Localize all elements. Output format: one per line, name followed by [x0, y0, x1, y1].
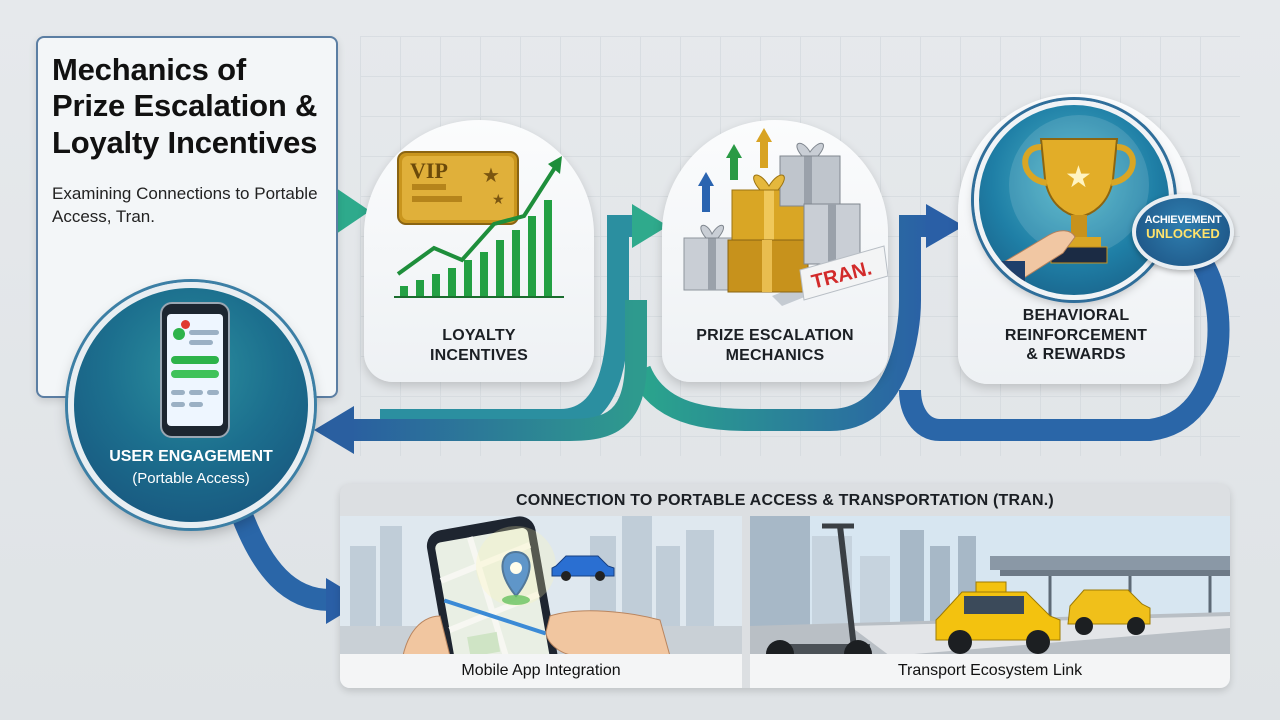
- vip-card-text: VIP: [410, 158, 448, 183]
- svg-text:★: ★: [492, 192, 505, 208]
- mobile-app-scene: Mobile App Integration: [340, 516, 742, 688]
- stage-label-behavioral: BEHAVIORAL REINFORCEMENT & REWARDS: [1004, 307, 1148, 364]
- title-panel: Mechanics of Prize Escalation & Loyalty …: [36, 36, 338, 398]
- arrowhead-loyalty-to-prize: [632, 204, 668, 248]
- achievement-badge: ACHIEVEMENT UNLOCKED: [1132, 194, 1234, 270]
- vip-card-growth-chart-icon: VIP ★ ★: [394, 151, 564, 298]
- arrow-loyalty-to-prize: [380, 215, 640, 431]
- smartphone-icon: [160, 302, 230, 438]
- stage-label-prize: PRIZE ESCALATION MECHANICS: [696, 327, 854, 364]
- arrowhead-prize-to-behavioral: [926, 204, 964, 248]
- gift-boxes-icon: TRAN.: [683, 128, 888, 306]
- arrowhead-user-to-loyalty: [336, 188, 370, 234]
- arrow-prize-loop: [629, 215, 932, 431]
- connection-title: CONNECTION TO PORTABLE ACCESS & TRANSPOR…: [516, 492, 1054, 509]
- arrow-behavioral-return: [899, 253, 1230, 441]
- user-engagement-title: USER ENGAGEMENT: [109, 448, 273, 465]
- svg-text:★: ★: [1065, 160, 1092, 195]
- trophy-circle: ★: [974, 100, 1174, 300]
- arrowhead-return-to-user: [314, 406, 354, 454]
- stage-card-prize: TRAN. PRIZE ESCALATION MECHANICS: [662, 120, 888, 382]
- badge-line2: UNLOCKED: [1146, 226, 1220, 241]
- caption-transport: Transport Ecosystem Link: [750, 654, 1230, 688]
- connection-panel: CONNECTION TO PORTABLE ACCESS & TRANSPOR…: [340, 484, 1230, 688]
- transport-scene: Transport Ecosystem Link: [750, 516, 1230, 688]
- arrow-user-to-connection: [229, 506, 331, 611]
- page-title: Mechanics of Prize Escalation & Loyalty …: [52, 52, 318, 160]
- badge-line1: ACHIEVEMENT: [1144, 214, 1222, 226]
- user-engagement-circle: USER ENGAGEMENT (Portable Access): [68, 282, 314, 528]
- stage-card-loyalty: VIP ★ ★ LOYALTY INCENTIVES: [364, 120, 594, 382]
- trophy-icon: ★: [979, 115, 1149, 295]
- page-subtitle: Examining Connections to Portable Access…: [52, 183, 318, 226]
- user-engagement-subtitle: (Portable Access): [132, 470, 250, 487]
- stage-label-loyalty: LOYALTY INCENTIVES: [429, 327, 528, 364]
- svg-text:★: ★: [482, 163, 500, 187]
- caption-mobile-app: Mobile App Integration: [340, 654, 742, 688]
- arrow-return-to-user: [350, 300, 647, 441]
